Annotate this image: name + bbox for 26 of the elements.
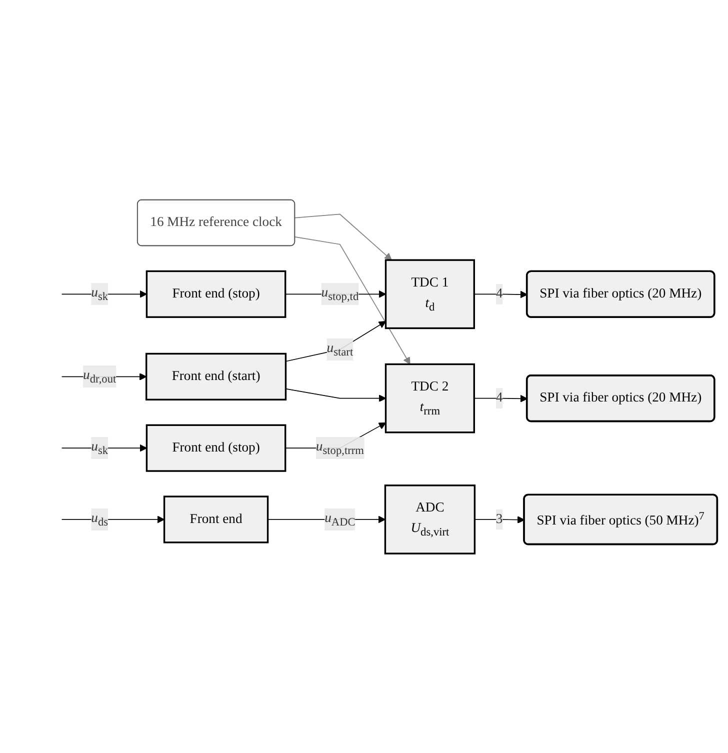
edge-label: u$_{dr,out}$ (83, 368, 116, 386)
edge-label: u$_{ds}$ (91, 510, 108, 528)
arrow (61, 290, 148, 298)
arrow (294, 236, 410, 364)
edge-label: u$_{start}$ (326, 340, 354, 358)
node-box: Front end (stop) (146, 424, 286, 472)
arrow (294, 214, 392, 260)
edge-label: u$_{sk}$ (91, 285, 108, 303)
node-box: TDC 1 t$_{d}$ (384, 259, 475, 329)
arrow (61, 516, 165, 524)
edge-label: 4 (496, 286, 503, 301)
node-box: Front end (start) (146, 352, 287, 400)
node-box: ADC U$_{ds,virt}$ (384, 484, 476, 554)
edge-label: u$_{ADC}$ (324, 510, 356, 528)
node-box: TDC 2 t$_{rrm}$ (384, 363, 475, 434)
node-box: Front end (163, 496, 269, 544)
edge-label: 3 (496, 512, 503, 526)
arrow (285, 388, 386, 402)
arrow (474, 394, 528, 402)
arrow (474, 516, 525, 524)
edge-label: u$_{sk}$ (91, 439, 108, 456)
arrow (61, 444, 148, 452)
arrow (285, 320, 386, 362)
arrow (474, 290, 528, 298)
edge-label: 4 (496, 390, 503, 405)
node-box: Front end (stop) (146, 270, 286, 318)
